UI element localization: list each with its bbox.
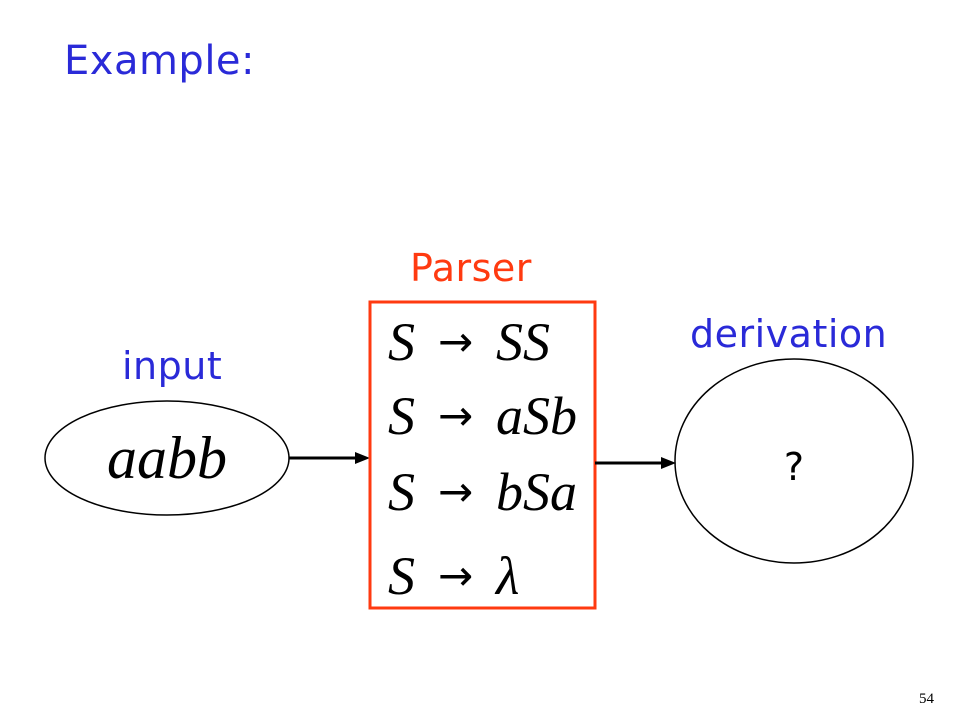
- rule-lhs: S: [388, 386, 415, 446]
- parser-to-derivation-arrowhead: [661, 457, 676, 469]
- grammar-rule: S → bSa: [388, 462, 577, 522]
- rule-rhs: aSb: [496, 386, 577, 446]
- parser-box: [368, 300, 597, 610]
- rule-rhs: bSa: [496, 462, 577, 522]
- rule-arrow: →: [438, 391, 473, 440]
- input-string: aabb: [107, 425, 227, 491]
- rule-rhs: λ: [494, 546, 519, 606]
- rule-lhs: S: [388, 546, 415, 606]
- input-label: input: [122, 344, 223, 388]
- rule-arrow: →: [438, 317, 473, 366]
- rule-lhs: S: [388, 312, 415, 372]
- rule-rhs: SS: [496, 312, 550, 372]
- slide-title: Example:: [64, 38, 256, 84]
- input-to-parser-arrowhead: [355, 452, 370, 464]
- grammar-rule: S → λ: [388, 546, 519, 606]
- derivation-label: derivation: [690, 312, 888, 356]
- derivation-result: ?: [784, 445, 804, 489]
- grammar-rule: S → SS: [388, 312, 550, 372]
- grammar-rule: S → aSb: [388, 386, 577, 446]
- parser-label: Parser: [410, 246, 532, 290]
- derivation-ellipse: [674, 358, 914, 564]
- rule-arrow: →: [438, 551, 473, 600]
- page-number: 54: [919, 691, 934, 707]
- rule-lhs: S: [388, 462, 415, 522]
- rule-arrow: →: [438, 467, 473, 516]
